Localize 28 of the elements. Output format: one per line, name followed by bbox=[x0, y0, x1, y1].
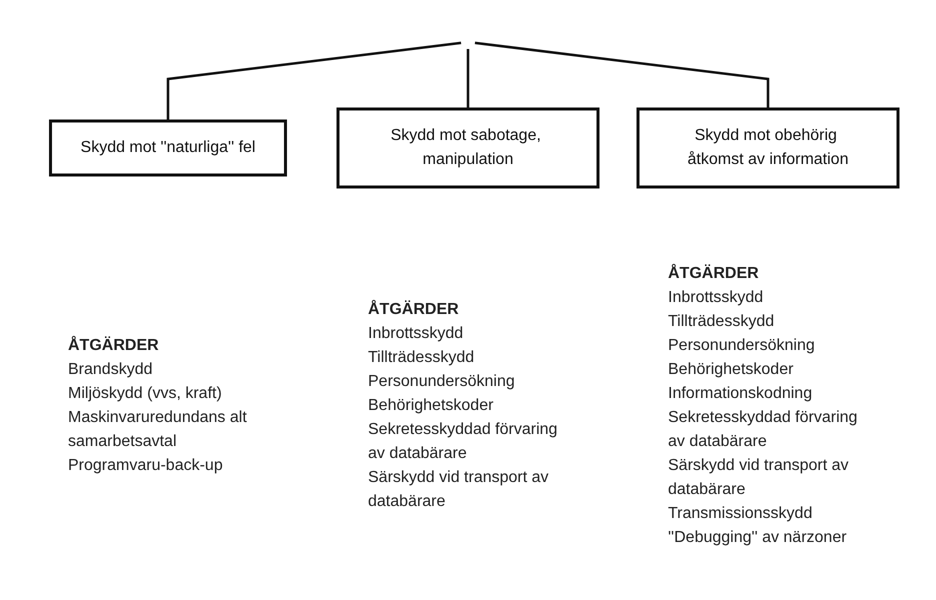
node-box: Skydd mot ''naturliga'' fel bbox=[49, 120, 287, 176]
node-label: Sekretesskyddad förvaring av databärare bbox=[668, 409, 858, 450]
connector bbox=[466, 49, 470, 109]
node-label: Behörighetskoder bbox=[668, 361, 794, 378]
node-label: Sekretesskyddad förvaring av databärare bbox=[368, 421, 558, 462]
node-box: Skydd mot sabotage, manipulation bbox=[336, 108, 600, 188]
node-label: Särskydd vid transport av databärare bbox=[668, 457, 849, 498]
node-label: ÅTGÄRDER bbox=[668, 265, 759, 282]
connector bbox=[474, 42, 770, 109]
node-label: Miljöskydd (vvs, kraft) bbox=[68, 385, 222, 402]
node-label: Inbrottsskydd bbox=[668, 289, 764, 306]
node-label: Personundersökning bbox=[368, 373, 515, 390]
node-label: Informationskodning bbox=[668, 385, 812, 402]
node-box: Skydd mot obehörig åtkomst av information bbox=[636, 108, 900, 188]
node-label: ÅTGÄRDER bbox=[68, 337, 159, 354]
node-label: Särskydd vid transport av databärare bbox=[368, 469, 549, 510]
node-label: ''Debugging'' av närzoner bbox=[668, 529, 847, 546]
node-label: Tillträdesskydd bbox=[368, 349, 474, 366]
node-label: Behörighetskoder bbox=[368, 397, 494, 414]
node-label: Programvaru-back-up bbox=[68, 457, 223, 474]
node-label: Personundersökning bbox=[668, 337, 815, 354]
node-label: Tillträdesskydd bbox=[668, 313, 774, 330]
node-label: Brandskydd bbox=[68, 361, 152, 378]
node-label: ÅTGÄRDER bbox=[368, 301, 459, 318]
node-label: Transmissionsskydd bbox=[668, 505, 812, 522]
node-label: Maskinvaruredundans alt samarbetsavtal bbox=[68, 409, 247, 450]
node-label: Inbrottsskydd bbox=[368, 325, 464, 342]
connector bbox=[166, 42, 462, 121]
